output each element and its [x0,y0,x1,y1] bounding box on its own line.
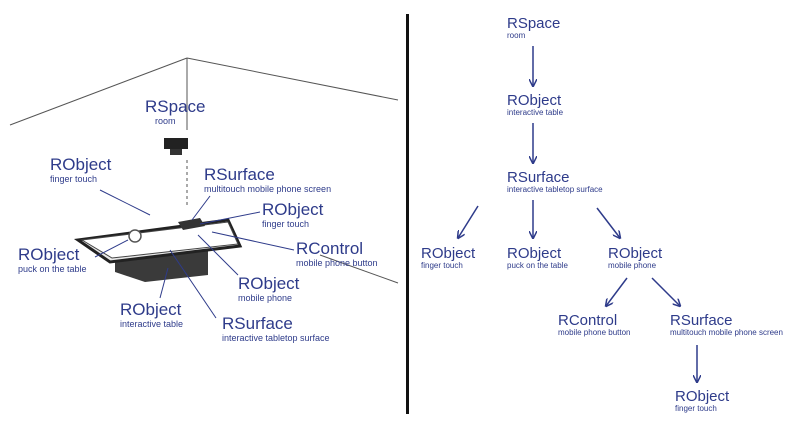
room-outline [9,57,399,284]
arrow-tabletop-to-finger-touch [458,205,479,238]
scene-tabletop-label: RSurface interactive tabletop surface [222,314,330,343]
ceiling-sensor-icon [164,138,188,155]
tree-node-rspace: RSpace room [507,15,561,40]
panel-divider [406,14,409,414]
tree-node-phone-screen: RSurface multitouch mobile phone screen [670,312,783,337]
tree-node-phone-button: RControl mobile phone button [558,312,631,337]
scene-phone-screen-label: RSurface multitouch mobile phone screen [204,165,332,194]
scene-phone-finger-touch-label: RObject finger touch [262,200,324,229]
scene-phone-button-label: RControl mobile phone button [296,239,378,268]
interactive-table-drawing [73,218,243,282]
scene-mobile-phone-label: RObject mobile phone [238,274,300,303]
scene-finger-touch-label: RObject finger touch [50,155,112,184]
tree-node-finger-touch: RObject finger touch [421,245,476,270]
arrow-tabletop-to-mobile-phone [596,207,620,238]
tree-node-table: RObject interactive table [507,92,564,117]
leader-lines [94,189,295,319]
scene-table-label: RObject interactive table [120,300,184,329]
tree-node-tabletop: RSurface interactive tabletop surface [507,169,603,194]
tree-node-screen-touch: RObject finger touch [675,388,730,413]
arrow-mobile-phone-to-button [606,277,628,306]
arrow-mobile-phone-to-screen [651,277,680,306]
tree-node-mobile-phone: RObject mobile phone [608,245,663,270]
scene-rspace-label: RSpace room [145,97,206,126]
tree-node-puck: RObject puck on the table [507,245,568,270]
scene-puck-label: RObject puck on the table [18,245,87,274]
